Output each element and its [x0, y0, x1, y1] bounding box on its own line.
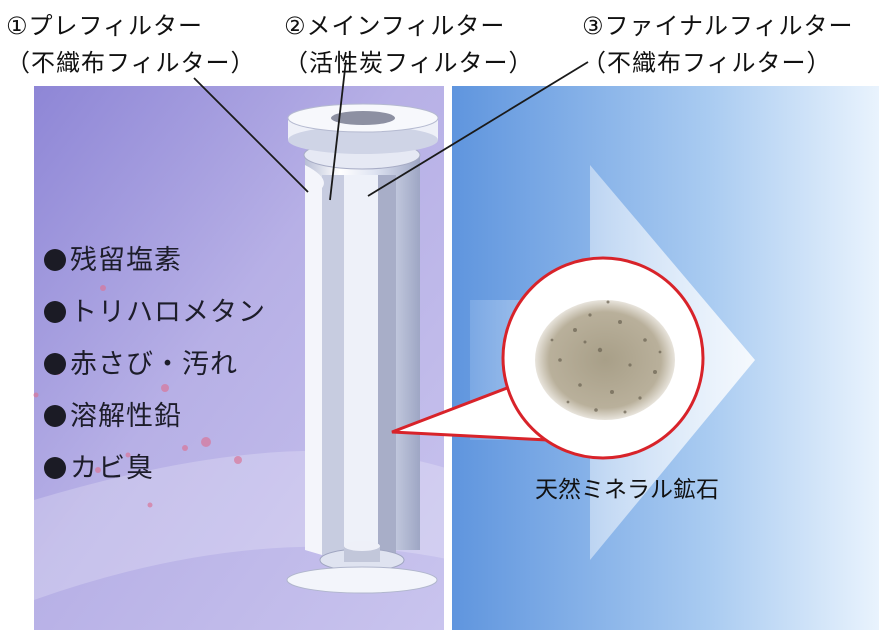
mineral-ore	[535, 300, 675, 420]
filter-2-name: メインフィルター	[306, 12, 506, 40]
bullet-icon	[44, 405, 66, 427]
contaminant-list: 残留塩素 トリハロメタン 赤さび・汚れ 溶解性鉛 カビ臭	[44, 235, 266, 495]
filter-3-number: ③	[582, 12, 605, 40]
bullet-icon	[44, 353, 66, 375]
filter-label-final: ③ファイナルフィルター （不織布フィルター）	[582, 6, 854, 78]
contaminant-item: 赤さび・汚れ	[44, 339, 266, 391]
contaminant-item: 残留塩素	[44, 235, 266, 287]
bullet-icon	[44, 301, 66, 323]
filter-label-main: ②メインフィルター （活性炭フィルター）	[284, 6, 534, 78]
contaminant-item: カビ臭	[44, 443, 266, 495]
bullet-icon	[44, 457, 66, 479]
filter-label-pre: ①プレフィルター （不織布フィルター）	[6, 6, 256, 78]
filter-1-number: ①	[6, 12, 29, 40]
contaminant-item: トリハロメタン	[44, 287, 266, 339]
filter-cartridge	[286, 103, 439, 594]
mineral-caption: 天然ミネラル鉱石	[535, 477, 719, 503]
filter-3-material: （不織布フィルター）	[582, 49, 832, 77]
filter-1-material: （不織布フィルター）	[6, 49, 256, 77]
filter-2-number: ②	[284, 12, 307, 40]
filter-3-name: ファイナルフィルター	[604, 12, 854, 40]
filter-1-name: プレフィルター	[28, 12, 204, 40]
filter-2-material: （活性炭フィルター）	[284, 49, 534, 77]
bullet-icon	[44, 249, 66, 271]
contaminant-item: 溶解性鉛	[44, 391, 266, 443]
